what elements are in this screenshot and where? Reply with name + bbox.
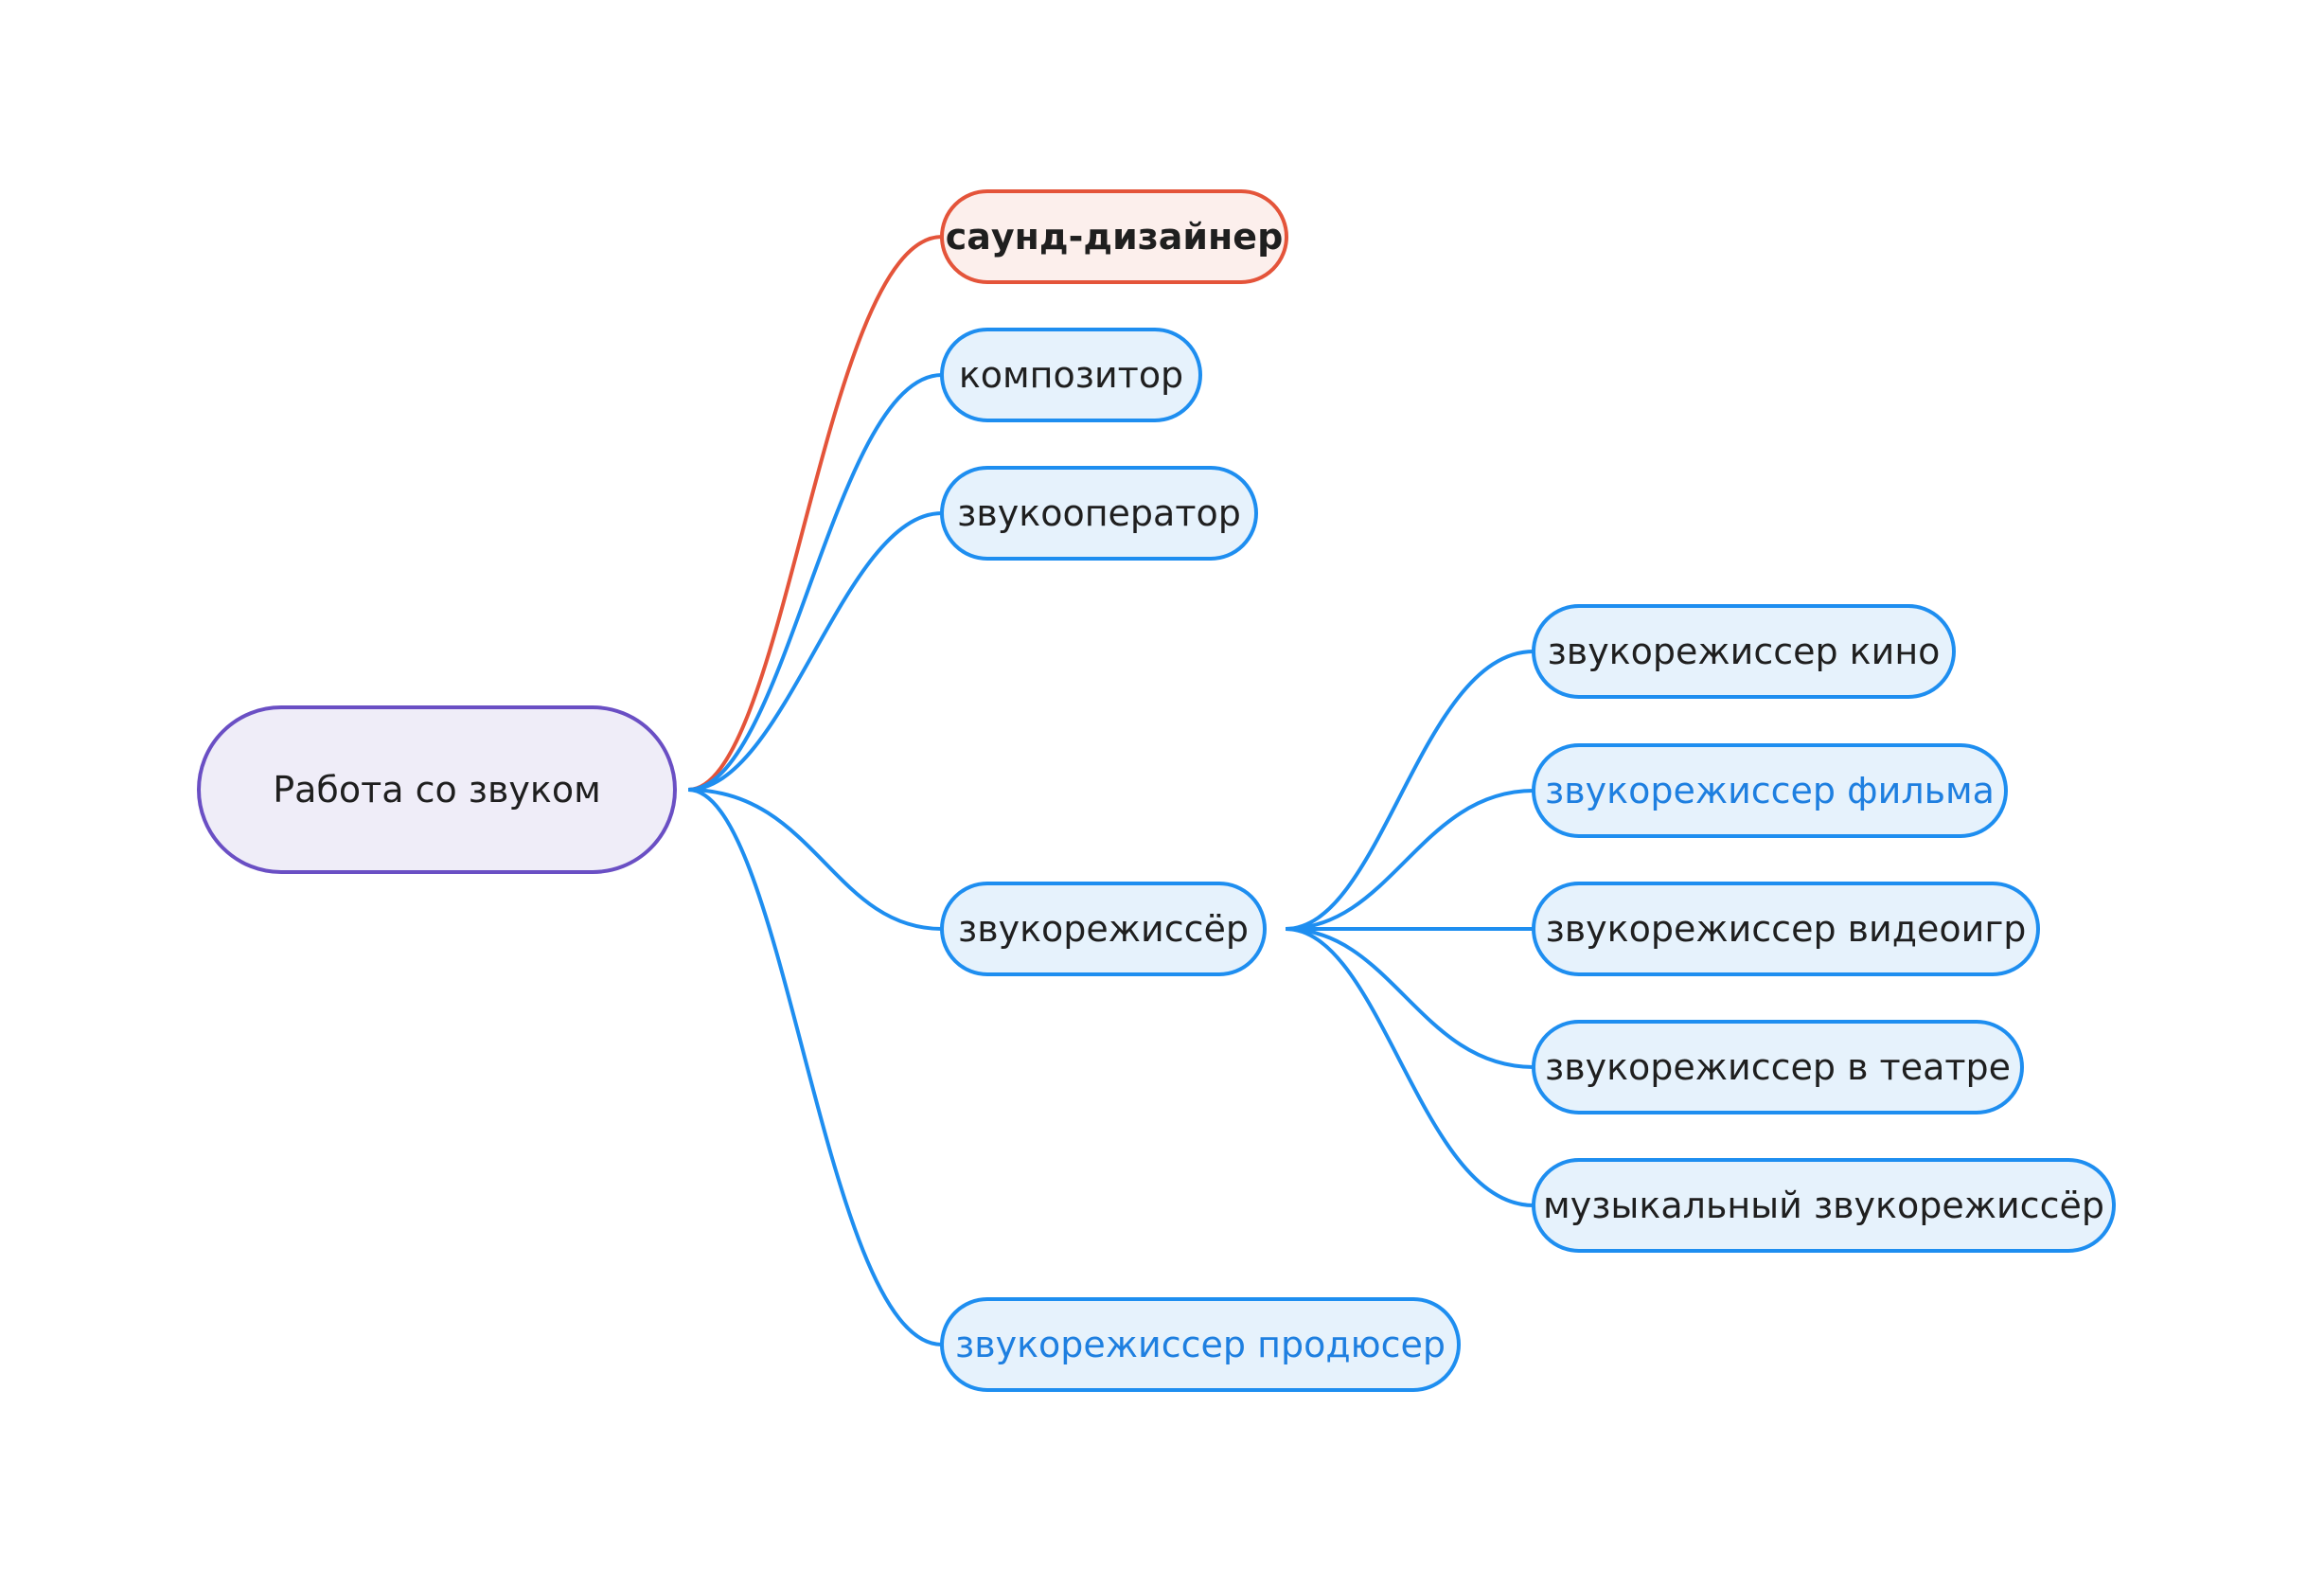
node-director-film[interactable]: звукорежиссер фильма <box>1532 743 2008 838</box>
root-label: Работа со звуком <box>273 769 601 811</box>
link-root-operator <box>687 511 943 792</box>
link-root-sound-director <box>687 788 943 931</box>
link-director-cinema <box>1285 650 1535 931</box>
node-label: звукорежиссер фильма <box>1545 770 1995 811</box>
node-label: композитор <box>958 354 1184 396</box>
link-root-composer <box>687 373 943 792</box>
link-director-film <box>1285 789 1535 931</box>
link-root-producer <box>687 788 943 1346</box>
root-node[interactable]: Работа со звуком <box>197 705 677 874</box>
node-label: звукорежиссер кино <box>1547 631 1941 672</box>
node-label: звукорежиссер видеоигр <box>1545 908 2027 950</box>
node-sound-designer[interactable]: саунд-дизайнер <box>940 189 1288 284</box>
node-label: звукорежиссёр <box>958 908 1250 950</box>
node-label: звукорежиссер продюсер <box>955 1324 1446 1365</box>
node-sound-producer[interactable]: звукорежиссер продюсер <box>940 1297 1461 1392</box>
node-label: звукорежиссер в театре <box>1545 1046 2011 1088</box>
node-sound-director[interactable]: звукорежиссёр <box>940 882 1267 976</box>
link-root-sound-designer <box>687 235 943 792</box>
node-music-director[interactable]: музыкальный звукорежиссёр <box>1532 1158 2116 1253</box>
node-label: звукооператор <box>957 492 1241 534</box>
node-composer[interactable]: композитор <box>940 328 1202 422</box>
node-sound-operator[interactable]: звукооператор <box>940 466 1258 561</box>
node-director-cinema[interactable]: звукорежиссер кино <box>1532 604 1956 699</box>
node-director-videogames[interactable]: звукорежиссер видеоигр <box>1532 882 2040 976</box>
link-director-music <box>1285 927 1535 1207</box>
node-director-theatre[interactable]: звукорежиссер в театре <box>1532 1020 2024 1114</box>
node-label: музыкальный звукорежиссёр <box>1543 1185 2104 1226</box>
link-director-theatre <box>1285 927 1535 1069</box>
node-label: саунд-дизайнер <box>945 216 1284 258</box>
